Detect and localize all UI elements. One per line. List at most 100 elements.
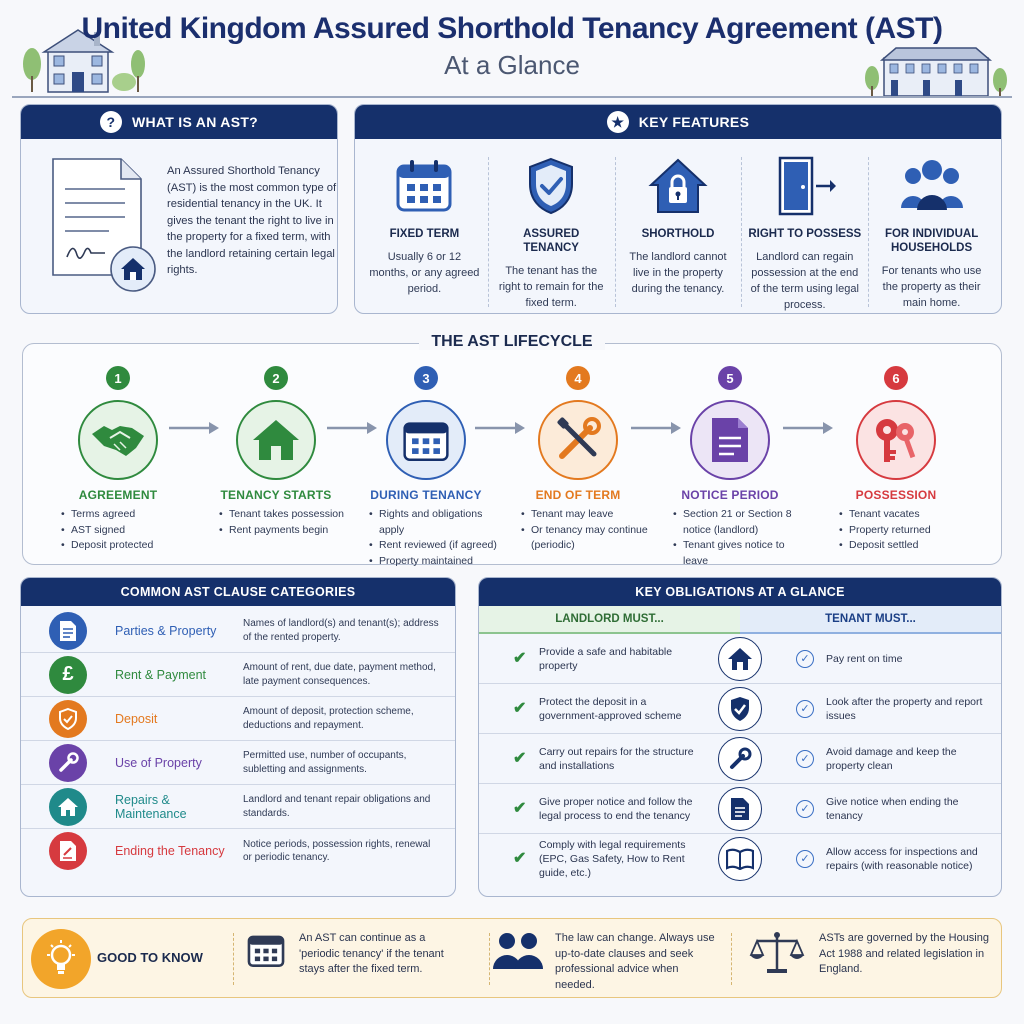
check-icon: ✔ [513,649,527,667]
circle-check-icon: ✓ [796,699,814,718]
lifecycle-stage-agreement: 1 AGREEMENT Terms agreed AST signed Depo… [43,366,193,554]
stage-name: AGREEMENT [78,488,158,502]
key-obligations-heading: KEY OBLIGATIONS AT A GLANCE [635,585,845,599]
key-features-heading: KEY FEATURES [638,114,750,130]
landlord-obligation: Protect the deposit in a government-appr… [539,695,682,722]
stage-number: 3 [414,366,438,390]
stage-bullet: Property maintained [369,554,501,570]
obligation-row: ✔Provide a safe and habitable property ✓… [479,634,1001,684]
clause-desc: Notice periods, possession rights, renew… [243,838,431,864]
clause-row-repairs-maintenance: Repairs & Maintenance Landlord and tenan… [21,785,455,829]
clause-name: Deposit [115,711,158,726]
people-icon [493,933,543,969]
stage-number: 5 [718,366,742,390]
house-icon [49,787,87,826]
clause-name: Ending the Tenancy [115,844,225,858]
house-lock-icon [648,158,708,213]
lifecycle-stage-tenancy-starts: 2 TENANCY STARTS Tenant takes possession… [201,366,351,538]
clause-desc: Landlord and tenant repair obligations a… [243,794,431,819]
shield-icon [49,699,87,738]
good-to-know-text: ASTs are governed by the Housing Act 198… [819,932,989,975]
clause-name: Repairs & Maintenance [115,792,187,821]
wrench-icon [49,743,87,782]
check-icon: ✔ [513,799,527,817]
ast-lifecycle-panel: THE AST LIFECYCLE 1 AGREEMENT Terms agre… [22,333,1002,569]
obligation-row: ✔ Protect the deposit in a government-app… [479,684,1001,734]
circle-check-icon: ✓ [796,649,814,668]
page-subtitle: At a Glance [444,50,580,80]
clause-row-parties-property: Parties & Property Names of landlord(s) … [21,609,455,653]
clause-desc: Permitted use, number of occupants, subl… [243,750,407,775]
good-to-know-item: An AST can continue as a 'periodic tenan… [247,931,459,978]
what-is-ast-heading: WHAT IS AN AST? [131,114,259,130]
stage-bullet: Tenant vacates [839,507,971,523]
feature-desc: For tenants who use the property as thei… [881,265,982,309]
check-icon: ✔ [513,850,527,867]
lifecycle-stage-notice-period: 5 NOTICE PERIOD Section 21 or Section 8 … [655,366,805,569]
pound-icon: £ [49,655,87,694]
obligation-row: ✔Give proper notice and follow the legal… [479,784,1001,834]
feature-desc: Usually 6 or 12 months, or any agreed pe… [369,251,480,295]
door-exit-icon [778,156,836,216]
feature-right-to-possess: RIGHT TO POSSESS Landlord can regain pos… [741,153,868,313]
shield-check-icon [529,157,574,215]
stage-bullet: Section 21 or Section 8 notice (landlord… [673,507,805,538]
notice-document-icon [712,418,748,462]
tenant-obligation: Give notice when ending the tenancy [826,795,959,822]
key-obligations-header: KEY OBLIGATIONS AT A GLANCE [479,578,1001,606]
landlord-column-header: LANDLORD MUST... [479,606,740,634]
clause-name: Parties & Property [115,623,217,638]
feature-desc: The tenant has the right to remain for t… [498,265,604,309]
tenant-column-header: TENANT MUST... [740,606,1001,634]
key-features-header: ★ KEY FEATURES [355,105,1001,139]
house-icon [718,636,762,681]
clause-desc: Amount of rent, due date, payment method… [243,662,436,687]
tools-icon [557,417,601,459]
arrow-right-icon [327,422,377,434]
clause-row-ending-tenancy: Ending the Tenancy Notice periods, posse… [21,829,455,873]
stage-bullet: Rights and obligations apply [369,507,501,538]
check-icon: ✔ [513,699,527,717]
stage-bullet: AST signed [61,523,193,539]
stage-bullet: Rent reviewed (if agreed) [369,538,501,554]
key-obligations-panel: KEY OBLIGATIONS AT A GLANCE LANDLORD MUS… [478,577,1002,897]
calendar-icon [396,160,452,212]
stage-bullet: Rent payments begin [219,523,351,539]
tenant-obligation: Look after the property and report issue… [826,695,983,722]
arrow-right-icon [169,422,219,434]
clause-desc: Names of landlord(s) and tenant(s); addr… [243,618,439,643]
feature-individual-households: FOR INDIVIDUAL HOUSEHOLDS For tenants wh… [868,153,995,313]
page-header: United Kingdom Assured Shorthold Tenancy… [0,0,1024,98]
what-is-ast-panel: ? WHAT IS AN AST? An Assured Shorthold T… [20,104,338,314]
feature-shorthold: SHORTHOLD The landlord cannot live in th… [614,153,742,313]
clause-desc: Amount of deposit, protection scheme, de… [243,706,414,731]
stage-number: 4 [566,366,590,390]
question-icon: ? [99,111,122,133]
good-to-know-item: The law can change. Always use up-to-dat… [491,931,721,993]
stage-number: 2 [264,366,288,390]
house-illustration-left [23,29,145,93]
feature-name: ASSURED TENANCY [523,228,580,254]
good-to-know-text: The law can change. Always use up-to-dat… [555,932,715,991]
document-icon [49,611,87,650]
terrace-houses-illustration [865,47,1007,96]
good-to-know-item: ASTs are governed by the Housing Act 198… [749,931,1005,978]
stage-name: NOTICE PERIOD [681,488,779,502]
stage-bullet: Tenant may leave [521,507,653,523]
clause-row-deposit: Deposit Amount of deposit, protection sc… [21,697,455,741]
obligation-row: ✔Comply with legal requirements (EPC, Ga… [479,834,1001,884]
tenant-obligation: Avoid damage and keep the property clean [826,745,957,772]
star-icon: ★ [606,111,629,133]
what-is-ast-text: An Assured Shorthold Tenancy (AST) is th… [167,165,337,276]
people-icon [900,160,963,210]
lifecycle-stage-during-tenancy: 3 DURING TENANCY Rights and obligations … [351,366,501,569]
stage-bullet: Deposit settled [839,538,971,554]
stage-bullet: Or tenancy may continue (periodic) [521,523,653,554]
stage-bullet: Terms agreed [61,507,193,523]
wrench-icon [718,736,762,781]
lightbulb-icon [31,929,91,989]
stage-bullet: Tenant takes possession [219,507,351,523]
feature-assured-tenancy: ASSURED TENANCY The tenant has the right… [487,153,615,313]
check-icon: ✔ [513,749,527,767]
landlord-obligation: Carry out repairs for the structure and … [539,745,694,772]
